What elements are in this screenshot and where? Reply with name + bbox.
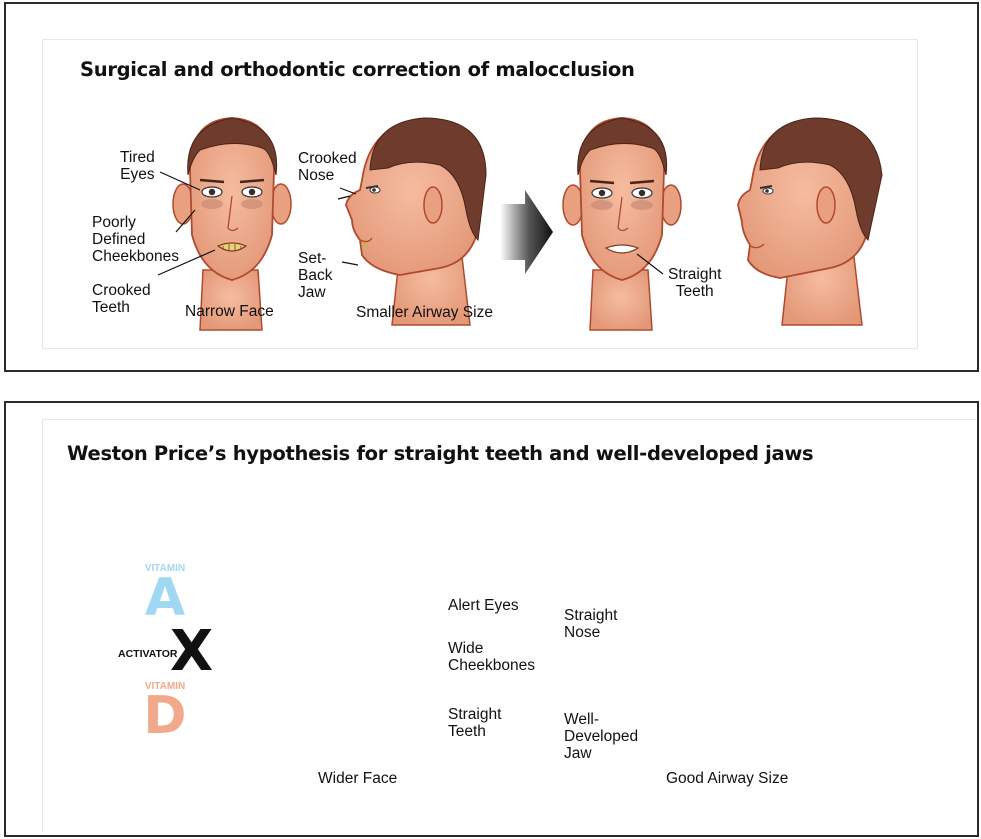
label-straight-teeth-top: Straight Teeth: [668, 266, 722, 300]
vitamin-a-letter: A: [144, 568, 186, 628]
vitamin-a-word: VITAMIN: [144, 563, 186, 574]
bottom-panel-inner: [42, 419, 976, 831]
top-leader-lines: [157, 171, 664, 276]
label-alert-eyes: Alert Eyes: [448, 597, 519, 614]
vitamin-d-word: VITAMIN: [144, 681, 186, 692]
activator-word: ACTIVATOR: [118, 648, 178, 660]
bottom-panel-title: Weston Price’s hypothesis for straight t…: [67, 442, 814, 465]
corrected-face-front: [562, 117, 682, 331]
label-crooked-nose: Crooked Nose: [298, 150, 357, 184]
label-smaller-airway-size: Smaller Airway Size: [356, 304, 493, 321]
label-straight-teeth-bottom: Straight Teeth: [448, 706, 502, 740]
label-narrow-face: Narrow Face: [185, 303, 274, 320]
label-tired-eyes: Tired Eyes: [120, 149, 155, 183]
set-back-jaw-profile: [345, 117, 487, 326]
narrow-face-front: [172, 117, 292, 331]
vitamin-d-letter: D: [143, 686, 187, 746]
label-wider-face: Wider Face: [318, 770, 398, 787]
top-panel-title: Surgical and orthodontic correction of m…: [80, 58, 635, 81]
label-crooked-teeth: Crooked Teeth: [92, 282, 151, 316]
label-straight-nose: Straight Nose: [564, 607, 618, 641]
bottom-panel: [4, 401, 979, 837]
label-well-developed-jaw: Well- Developed Jaw: [564, 711, 639, 762]
transition-arrow-top: [500, 190, 553, 274]
label-good-airway-size: Good Airway Size: [666, 770, 789, 787]
label-poorly-defined-cheekbones: Poorly Defined Cheekbones: [92, 214, 180, 265]
label-wide-cheekbones: Wide Cheekbones: [448, 640, 536, 674]
activator-x: X: [170, 619, 214, 684]
label-set-back-jaw: Set- Back Jaw: [298, 250, 333, 301]
corrected-face-profile: [737, 117, 883, 326]
